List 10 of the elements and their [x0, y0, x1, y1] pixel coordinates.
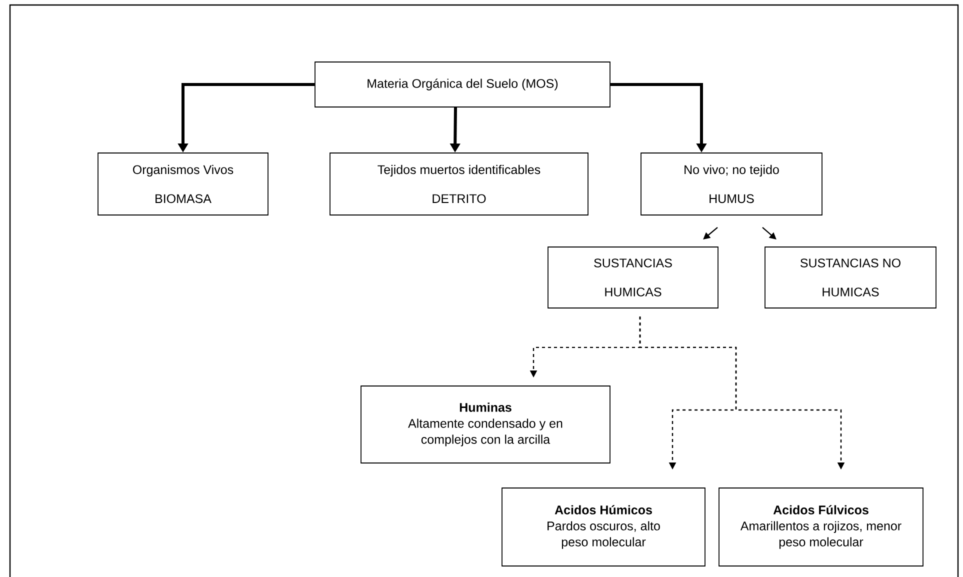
- process-box: SUSTANCIAS NO HUMICAS: [764, 246, 936, 308]
- arrow: [703, 226, 718, 240]
- process-box: SUSTANCIAS HUMICAS: [548, 246, 718, 308]
- process-box: Tejidos muertos identificables DETRITO: [330, 152, 588, 216]
- process-box: Materia Orgánica del Suelo (MOS): [314, 62, 610, 108]
- process-box: Acidos Húmicos Pardos oscuros, alto peso molecular: [502, 488, 706, 566]
- process-box: Acidos Fúlvicos Amarillentos a rojizos, menor peso molecular: [718, 488, 924, 566]
- process-box: Huminas Altamente condensado y en complejos con la arcilla: [360, 386, 610, 464]
- process-box: Organismos Vivos BIOMASA: [98, 152, 268, 216]
- process-box: No vivo; no tejido HUMUS: [640, 152, 822, 216]
